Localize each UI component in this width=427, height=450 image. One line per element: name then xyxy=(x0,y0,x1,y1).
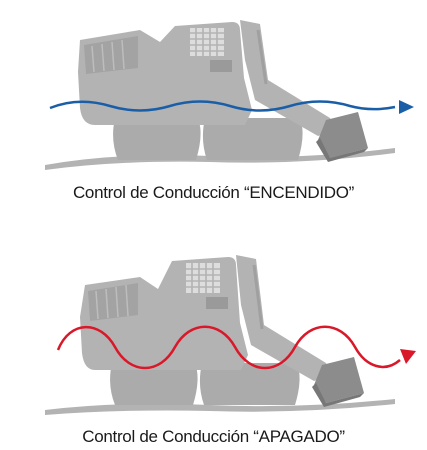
loader-arm xyxy=(240,20,336,136)
bucket-edge xyxy=(316,138,368,162)
ground-surface xyxy=(45,399,395,415)
ride-control-on-caption: Control de Conducción “ENCENDIDO” xyxy=(72,183,355,202)
skid-steer-loader-icon xyxy=(45,255,395,415)
engine-grille xyxy=(88,283,138,321)
skid-steer-loader-icon xyxy=(45,20,395,170)
bucket xyxy=(314,357,364,403)
wave-arrowhead xyxy=(400,349,416,364)
ride-control-on-figure xyxy=(45,20,414,170)
machine-body xyxy=(78,22,252,125)
ride-control-on-panel: Control de Conducción “ENCENDIDO” xyxy=(0,0,427,220)
ride-control-off-figure xyxy=(45,255,416,415)
cab-vent xyxy=(210,60,232,72)
arm-hydraulic xyxy=(256,29,268,85)
grille-lines xyxy=(95,284,129,320)
wave-arrowhead xyxy=(399,100,414,114)
bucket-edge xyxy=(312,383,364,407)
ride-motion-wave xyxy=(56,325,401,370)
grille-lines xyxy=(91,39,125,73)
cab-cage-bars xyxy=(186,263,220,293)
engine-grille xyxy=(84,36,138,74)
front-wheel xyxy=(202,118,303,160)
arm-hydraulic xyxy=(252,264,264,330)
ride-motion-wave xyxy=(49,100,396,112)
front-wheel xyxy=(199,363,300,405)
rear-wheel xyxy=(110,363,198,405)
rear-wheel xyxy=(113,118,201,160)
ride-control-off-caption: Control de Conducción “APAGADO” xyxy=(82,427,345,446)
cab-window xyxy=(186,263,220,293)
cab-vent xyxy=(206,297,228,309)
ride-control-off-panel: Control de Conducción “APAGADO” xyxy=(0,225,427,450)
loader-arm xyxy=(236,255,332,381)
bucket xyxy=(318,112,368,158)
cab-cage-bars xyxy=(190,28,224,56)
